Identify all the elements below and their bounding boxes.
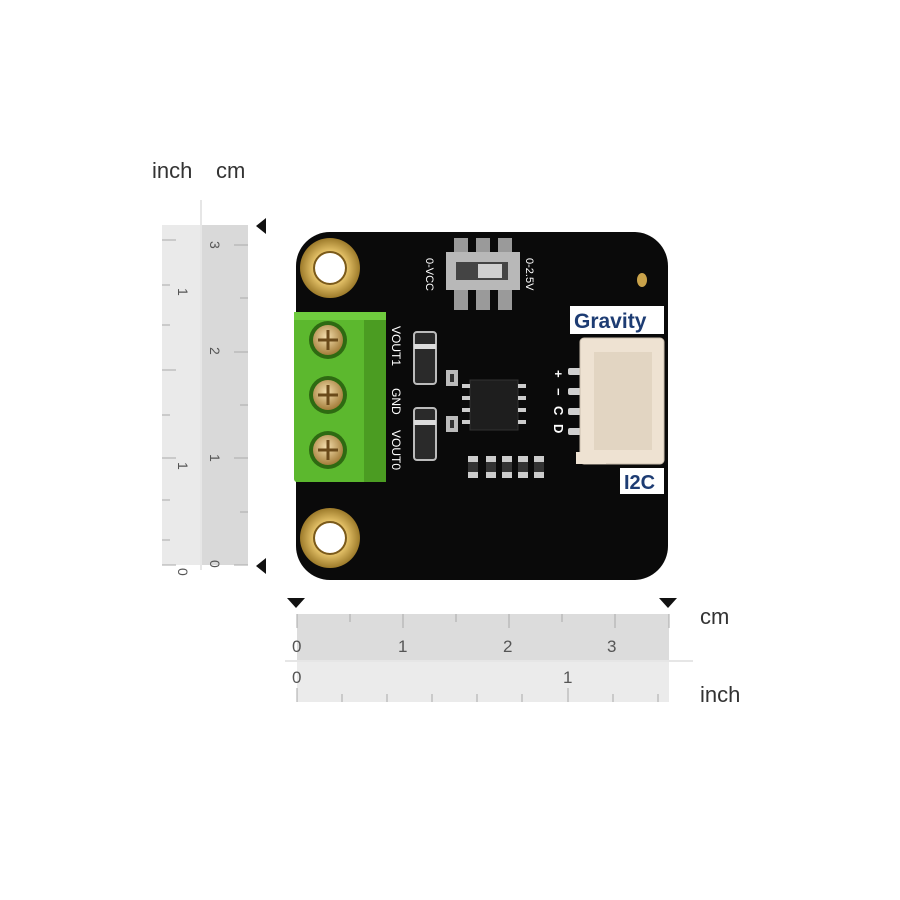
led-pad-icon xyxy=(637,273,647,287)
i2c-label-bg xyxy=(620,468,664,494)
pin-label-plus: + xyxy=(551,370,566,378)
pin-label-minus: − xyxy=(551,388,566,396)
horizontal-ruler-cm-strip xyxy=(297,614,669,660)
ic-chip-icon xyxy=(462,379,526,431)
terminal-screw-1-icon xyxy=(309,321,347,359)
vertical-inch-tick-0: 0 xyxy=(175,568,191,576)
mounting-hole-bottom-left-icon xyxy=(300,508,360,568)
horizontal-cm-label: cm xyxy=(700,604,730,629)
vertical-bottom-arrow-icon xyxy=(256,558,266,574)
diode-top-icon xyxy=(413,331,437,385)
diode-bottom-icon xyxy=(413,407,437,461)
brand-label: Gravity xyxy=(574,310,647,333)
vertical-inch-label: inch xyxy=(152,158,193,183)
pin-label-d: D xyxy=(551,424,566,433)
vertical-cm-label: cm xyxy=(216,158,246,183)
horizontal-ruler-inch-strip xyxy=(297,662,669,702)
horizontal-inch-label: inch xyxy=(700,682,741,707)
horizontal-left-arrow-icon xyxy=(287,598,305,608)
vertical-ruler-inch-strip xyxy=(162,225,200,565)
gravity-connector-icon xyxy=(576,337,665,465)
terminal-screw-2-icon xyxy=(309,376,347,414)
vertical-ruler-cm-strip xyxy=(202,225,248,565)
switch-right-label: 0-2.5V xyxy=(523,258,535,291)
pin-label-c: C xyxy=(551,406,566,416)
terminal-screw-3-icon xyxy=(309,431,347,469)
vertical-cm-tick-0: 0 xyxy=(207,560,223,568)
horizontal-cm-tick-2: 2 xyxy=(503,637,512,656)
terminal-label-vout1: VOUT1 xyxy=(389,326,403,366)
resistor-array-icon xyxy=(468,456,544,478)
horizontal-cm-tick-3: 3 xyxy=(607,637,616,656)
slide-switch-icon xyxy=(446,238,520,310)
gravity-label-bg xyxy=(570,306,664,334)
horizontal-right-arrow-icon xyxy=(659,598,677,608)
vertical-cm-ticks xyxy=(234,244,248,566)
switch-left-label: 0-VCC xyxy=(423,258,435,291)
vertical-cm-tick-3: 3 xyxy=(207,241,223,249)
horizontal-ruler: 0 1 2 3 0 1 xyxy=(285,598,693,702)
horizontal-cm-tick-1: 1 xyxy=(398,637,407,656)
pcb-board: 0-VCC 0-2.5V VOUT1 GND VOUT0 xyxy=(294,232,668,580)
vertical-inch-tick-1: 1 xyxy=(175,462,191,470)
terminal-label-vout0: VOUT0 xyxy=(389,430,403,470)
vertical-top-arrow-icon xyxy=(256,218,266,234)
horizontal-inch-ticks xyxy=(296,688,659,702)
horizontal-inch-tick-0: 0 xyxy=(292,668,301,687)
vertical-inch-ticks xyxy=(162,239,176,566)
vertical-inch-tick-2: 1 xyxy=(175,288,191,296)
horizontal-inch-tick-1: 1 xyxy=(563,668,572,687)
vertical-cm-tick-2: 2 xyxy=(207,347,223,355)
screw-terminal-block xyxy=(294,312,386,482)
vertical-ruler: 0 1 1 0 1 2 3 xyxy=(162,200,266,576)
horizontal-cm-ticks xyxy=(296,614,670,628)
vertical-cm-tick-1: 1 xyxy=(207,454,223,462)
horizontal-cm-tick-0: 0 xyxy=(292,637,301,656)
mounting-hole-top-left-icon xyxy=(300,238,360,298)
terminal-label-gnd: GND xyxy=(389,388,403,415)
interface-label: I2C xyxy=(624,472,655,494)
